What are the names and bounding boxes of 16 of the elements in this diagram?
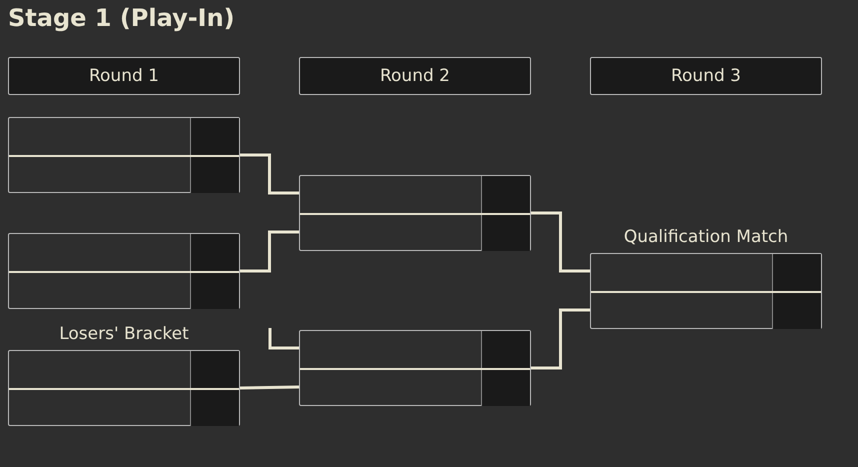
bracket-connector [531, 308, 590, 370]
bracket-connector [240, 386, 300, 390]
bracket-connector [531, 212, 590, 272]
match-box [8, 117, 240, 193]
round-header: Round 1 [8, 57, 240, 95]
match-box [8, 233, 240, 309]
bracket-connector [268, 328, 299, 350]
match-box [299, 175, 531, 251]
round-header: Round 3 [590, 57, 822, 95]
match-label: Qualification Match [622, 227, 790, 247]
bracket-connector [240, 154, 299, 194]
title: Stage 1 (Play-In) [8, 4, 235, 32]
match-box [299, 330, 531, 406]
match-label: Losers' Bracket [58, 324, 190, 344]
bracket-connector [240, 230, 299, 272]
round-header: Round 2 [299, 57, 531, 95]
